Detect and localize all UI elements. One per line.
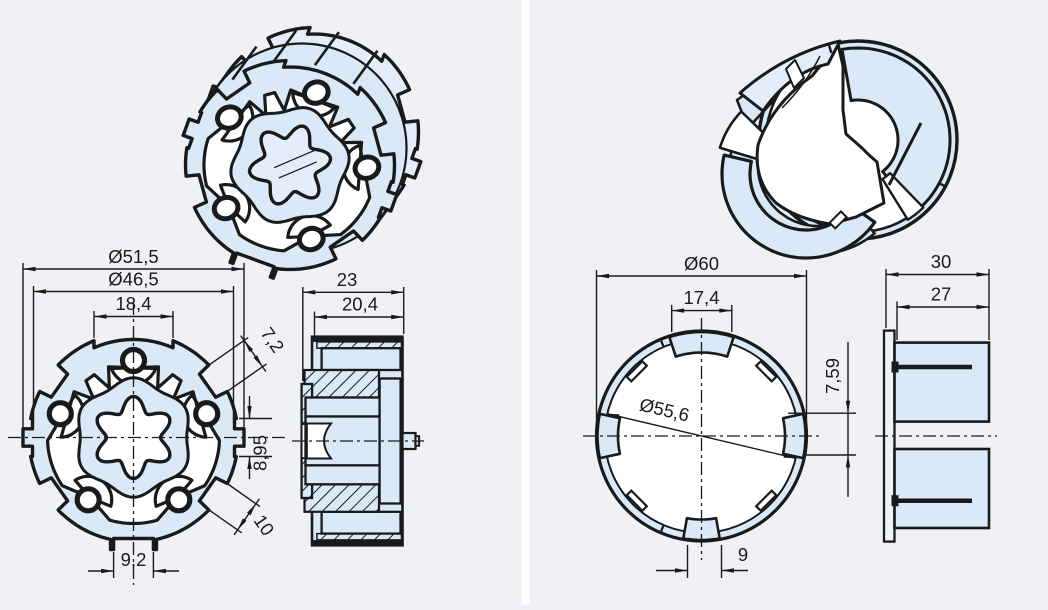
svg-text:Ø46,5: Ø46,5	[108, 269, 158, 290]
svg-text:30: 30	[931, 251, 952, 272]
svg-text:23: 23	[337, 269, 358, 290]
svg-text:Ø51,5: Ø51,5	[108, 246, 158, 267]
svg-text:9,2: 9,2	[121, 549, 147, 570]
svg-text:18,4: 18,4	[115, 293, 151, 314]
svg-text:27: 27	[931, 284, 952, 305]
svg-text:9: 9	[738, 544, 748, 565]
svg-text:17,4: 17,4	[683, 287, 719, 308]
svg-text:20,4: 20,4	[342, 294, 378, 315]
svg-text:7,59: 7,59	[822, 358, 843, 394]
svg-text:8,95: 8,95	[250, 435, 271, 471]
svg-text:Ø60: Ø60	[684, 253, 719, 274]
